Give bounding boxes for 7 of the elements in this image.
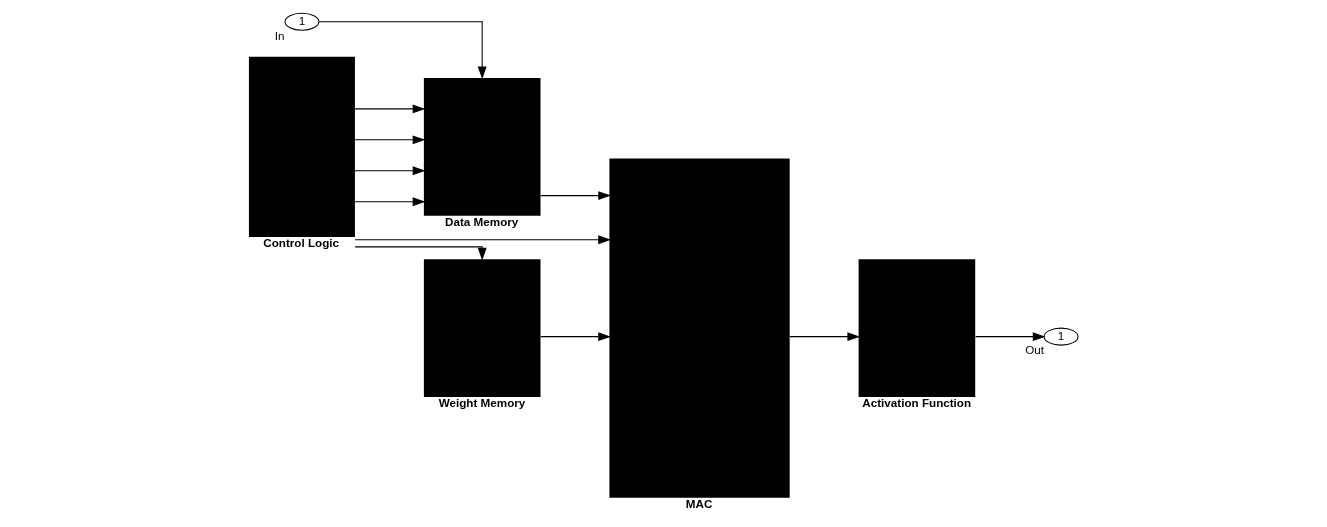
- node-label: Weight Memory: [438, 395, 526, 409]
- node-label: Out: [1025, 342, 1044, 356]
- node-label: Activation Function: [862, 395, 972, 409]
- node-label: Data Memory: [445, 214, 519, 228]
- node-label: Control Logic: [263, 235, 340, 249]
- node-label: In: [274, 28, 285, 42]
- node-label: MAC: [685, 496, 713, 510]
